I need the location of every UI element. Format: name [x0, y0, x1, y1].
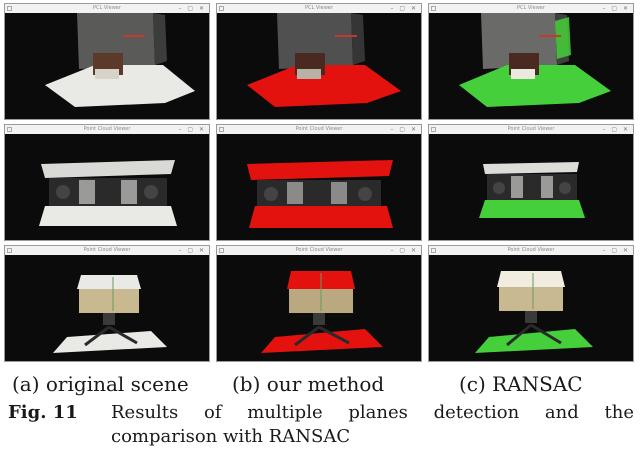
figure-caption-line2: comparison with RANSAC — [111, 426, 351, 447]
window-controls-icon: – ▢ ✕ — [390, 5, 418, 12]
panel-row3-ours: Point Cloud Viewer – ▢ ✕ — [216, 245, 422, 362]
panel-row3-ransac: Point Cloud Viewer – ▢ ✕ — [428, 245, 634, 362]
scene-office-desks — [5, 134, 209, 240]
figure-number: Fig. 11 — [8, 402, 78, 423]
window-controls-icon: – ▢ ✕ — [602, 247, 630, 254]
scene-office-corner — [5, 13, 209, 119]
window-controls-icon: – ▢ ✕ — [602, 126, 630, 133]
scene-box-on-chair — [429, 255, 633, 361]
scene-box-on-chair — [5, 255, 209, 361]
panel-row3-original: Point Cloud Viewer – ▢ ✕ — [4, 245, 210, 362]
scene-office-desks — [217, 134, 421, 240]
window-controls-icon: – ▢ ✕ — [178, 126, 206, 133]
window-icon — [219, 6, 224, 11]
window-controls-icon: – ▢ ✕ — [178, 5, 206, 12]
window-title: PCL Viewer — [517, 5, 545, 11]
window-title: Point Cloud Viewer — [83, 247, 131, 253]
caption-b: (b) our method — [232, 372, 385, 396]
subfigure-captions: (a) original scene (b) our method (c) RA… — [0, 370, 640, 398]
window-icon — [219, 127, 224, 132]
window-icon — [7, 6, 12, 11]
window-controls-icon: – ▢ ✕ — [390, 247, 418, 254]
scene-office-corner — [429, 13, 633, 119]
panel-row2-original: Point Cloud Viewer – ▢ ✕ — [4, 124, 210, 241]
window-title: PCL Viewer — [305, 5, 333, 11]
window-title: Point Cloud Viewer — [295, 126, 343, 132]
window-title: PCL Viewer — [93, 5, 121, 11]
panel-row1-ransac: PCL Viewer – ▢ ✕ — [428, 3, 634, 120]
panel-row2-ours: Point Cloud Viewer – ▢ ✕ — [216, 124, 422, 241]
window-icon — [431, 6, 436, 11]
window-controls-icon: – ▢ ✕ — [390, 126, 418, 133]
caption-c: (c) RANSAC — [459, 372, 583, 396]
window-icon — [7, 248, 12, 253]
panel-row1-original: PCL Viewer – ▢ ✕ — [4, 3, 210, 120]
window-controls-icon: – ▢ ✕ — [602, 5, 630, 12]
caption-a: (a) original scene — [12, 372, 189, 396]
window-title: Point Cloud Viewer — [295, 247, 343, 253]
scene-box-on-chair — [217, 255, 421, 361]
window-controls-icon: – ▢ ✕ — [178, 247, 206, 254]
window-icon — [431, 127, 436, 132]
panel-row2-ransac: Point Cloud Viewer – ▢ ✕ — [428, 124, 634, 241]
panel-row1-ours: PCL Viewer – ▢ ✕ — [216, 3, 422, 120]
figure-caption-line1: Results of multiple planes detection and… — [111, 402, 634, 423]
window-title: Point Cloud Viewer — [83, 126, 131, 132]
window-icon — [7, 127, 12, 132]
window-title: Point Cloud Viewer — [507, 247, 555, 253]
figure-panel-grid: PCL Viewer – ▢ ✕ PCL Viewer – ▢ ✕ — [4, 3, 634, 362]
scene-office-corner — [217, 13, 421, 119]
window-icon — [431, 248, 436, 253]
window-icon — [219, 248, 224, 253]
window-title: Point Cloud Viewer — [507, 126, 555, 132]
scene-office-desks — [429, 134, 633, 240]
